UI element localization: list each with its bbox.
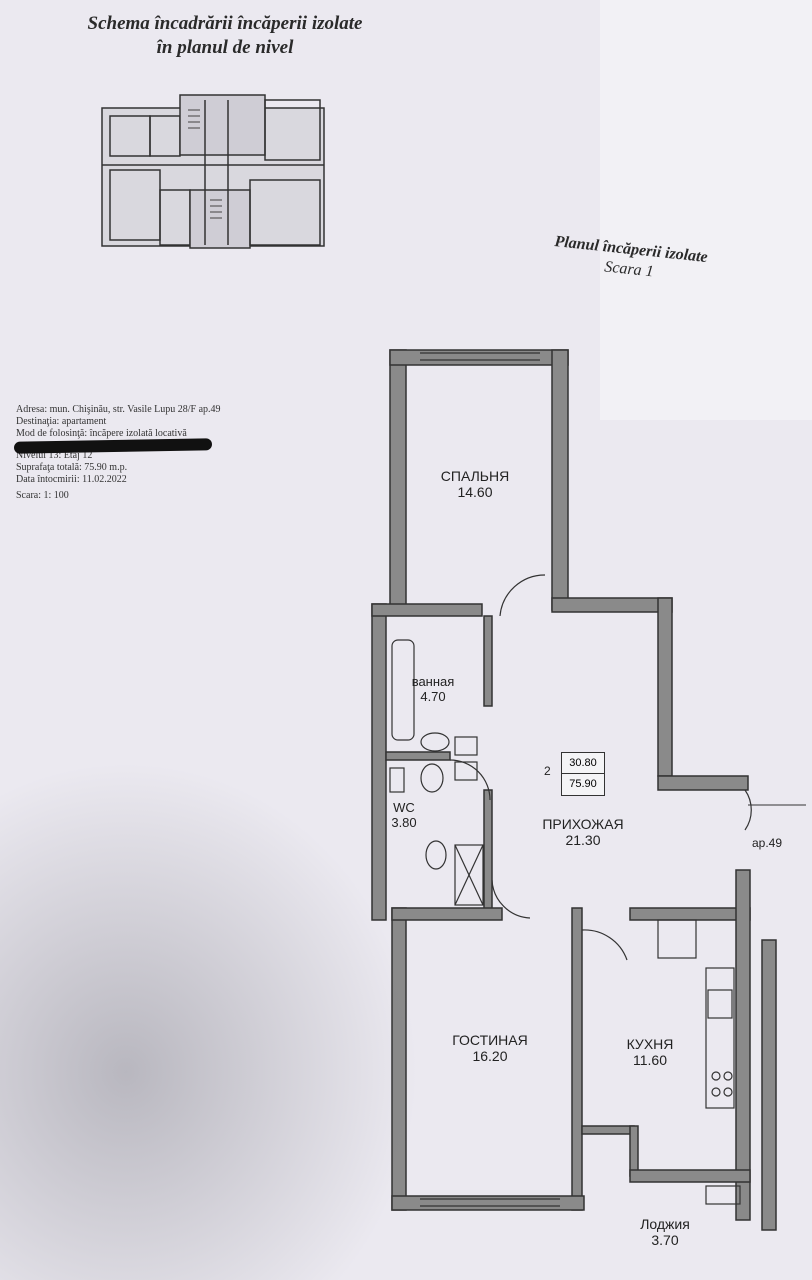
room-wc: WC 3.80 — [391, 800, 417, 830]
property-info: Adresa: mun. Chişinău, str. Vasile Lupu … — [16, 404, 276, 502]
level-scheme-title: Schema încadrării încăperii izolate în p… — [87, 13, 363, 58]
destination-line: Destinaţia: apartament — [16, 416, 107, 427]
room-bathroom: ванная 4.70 — [411, 674, 455, 704]
apartment-tag: ap.49 — [751, 836, 783, 850]
rooms-count: 2 — [544, 764, 551, 778]
room-loggia: Лоджия 3.70 — [640, 1216, 690, 1248]
room-hallway: ПРИХОЖАЯ 21.30 — [542, 816, 624, 848]
room-bedroom: СПАЛЬНЯ 14.60 — [440, 468, 510, 500]
page-curl — [600, 0, 812, 420]
date-line: Data întocmirii: 11.02.2022 — [16, 474, 127, 485]
address-line: Adresa: mun. Chişinău, str. Vasile Lupu … — [16, 404, 221, 415]
room-living: ГОСТИНАЯ 16.20 — [452, 1032, 528, 1064]
usage-line: Mod de folosinţă: încăpere izolată locat… — [16, 428, 187, 439]
area-stamp: 30.80 75.90 — [561, 752, 605, 796]
level-line: Nivelul 13: Etaj 12 — [16, 450, 93, 461]
total-area-line: Suprafaţa totală: 75.90 m.p. — [16, 462, 128, 473]
total-area-value: 75.90 — [569, 778, 597, 790]
scale-line: Scara: 1: 100 — [16, 490, 69, 501]
living-area-value: 30.80 — [562, 753, 604, 774]
room-kitchen: КУХНЯ 11.60 — [626, 1036, 674, 1068]
